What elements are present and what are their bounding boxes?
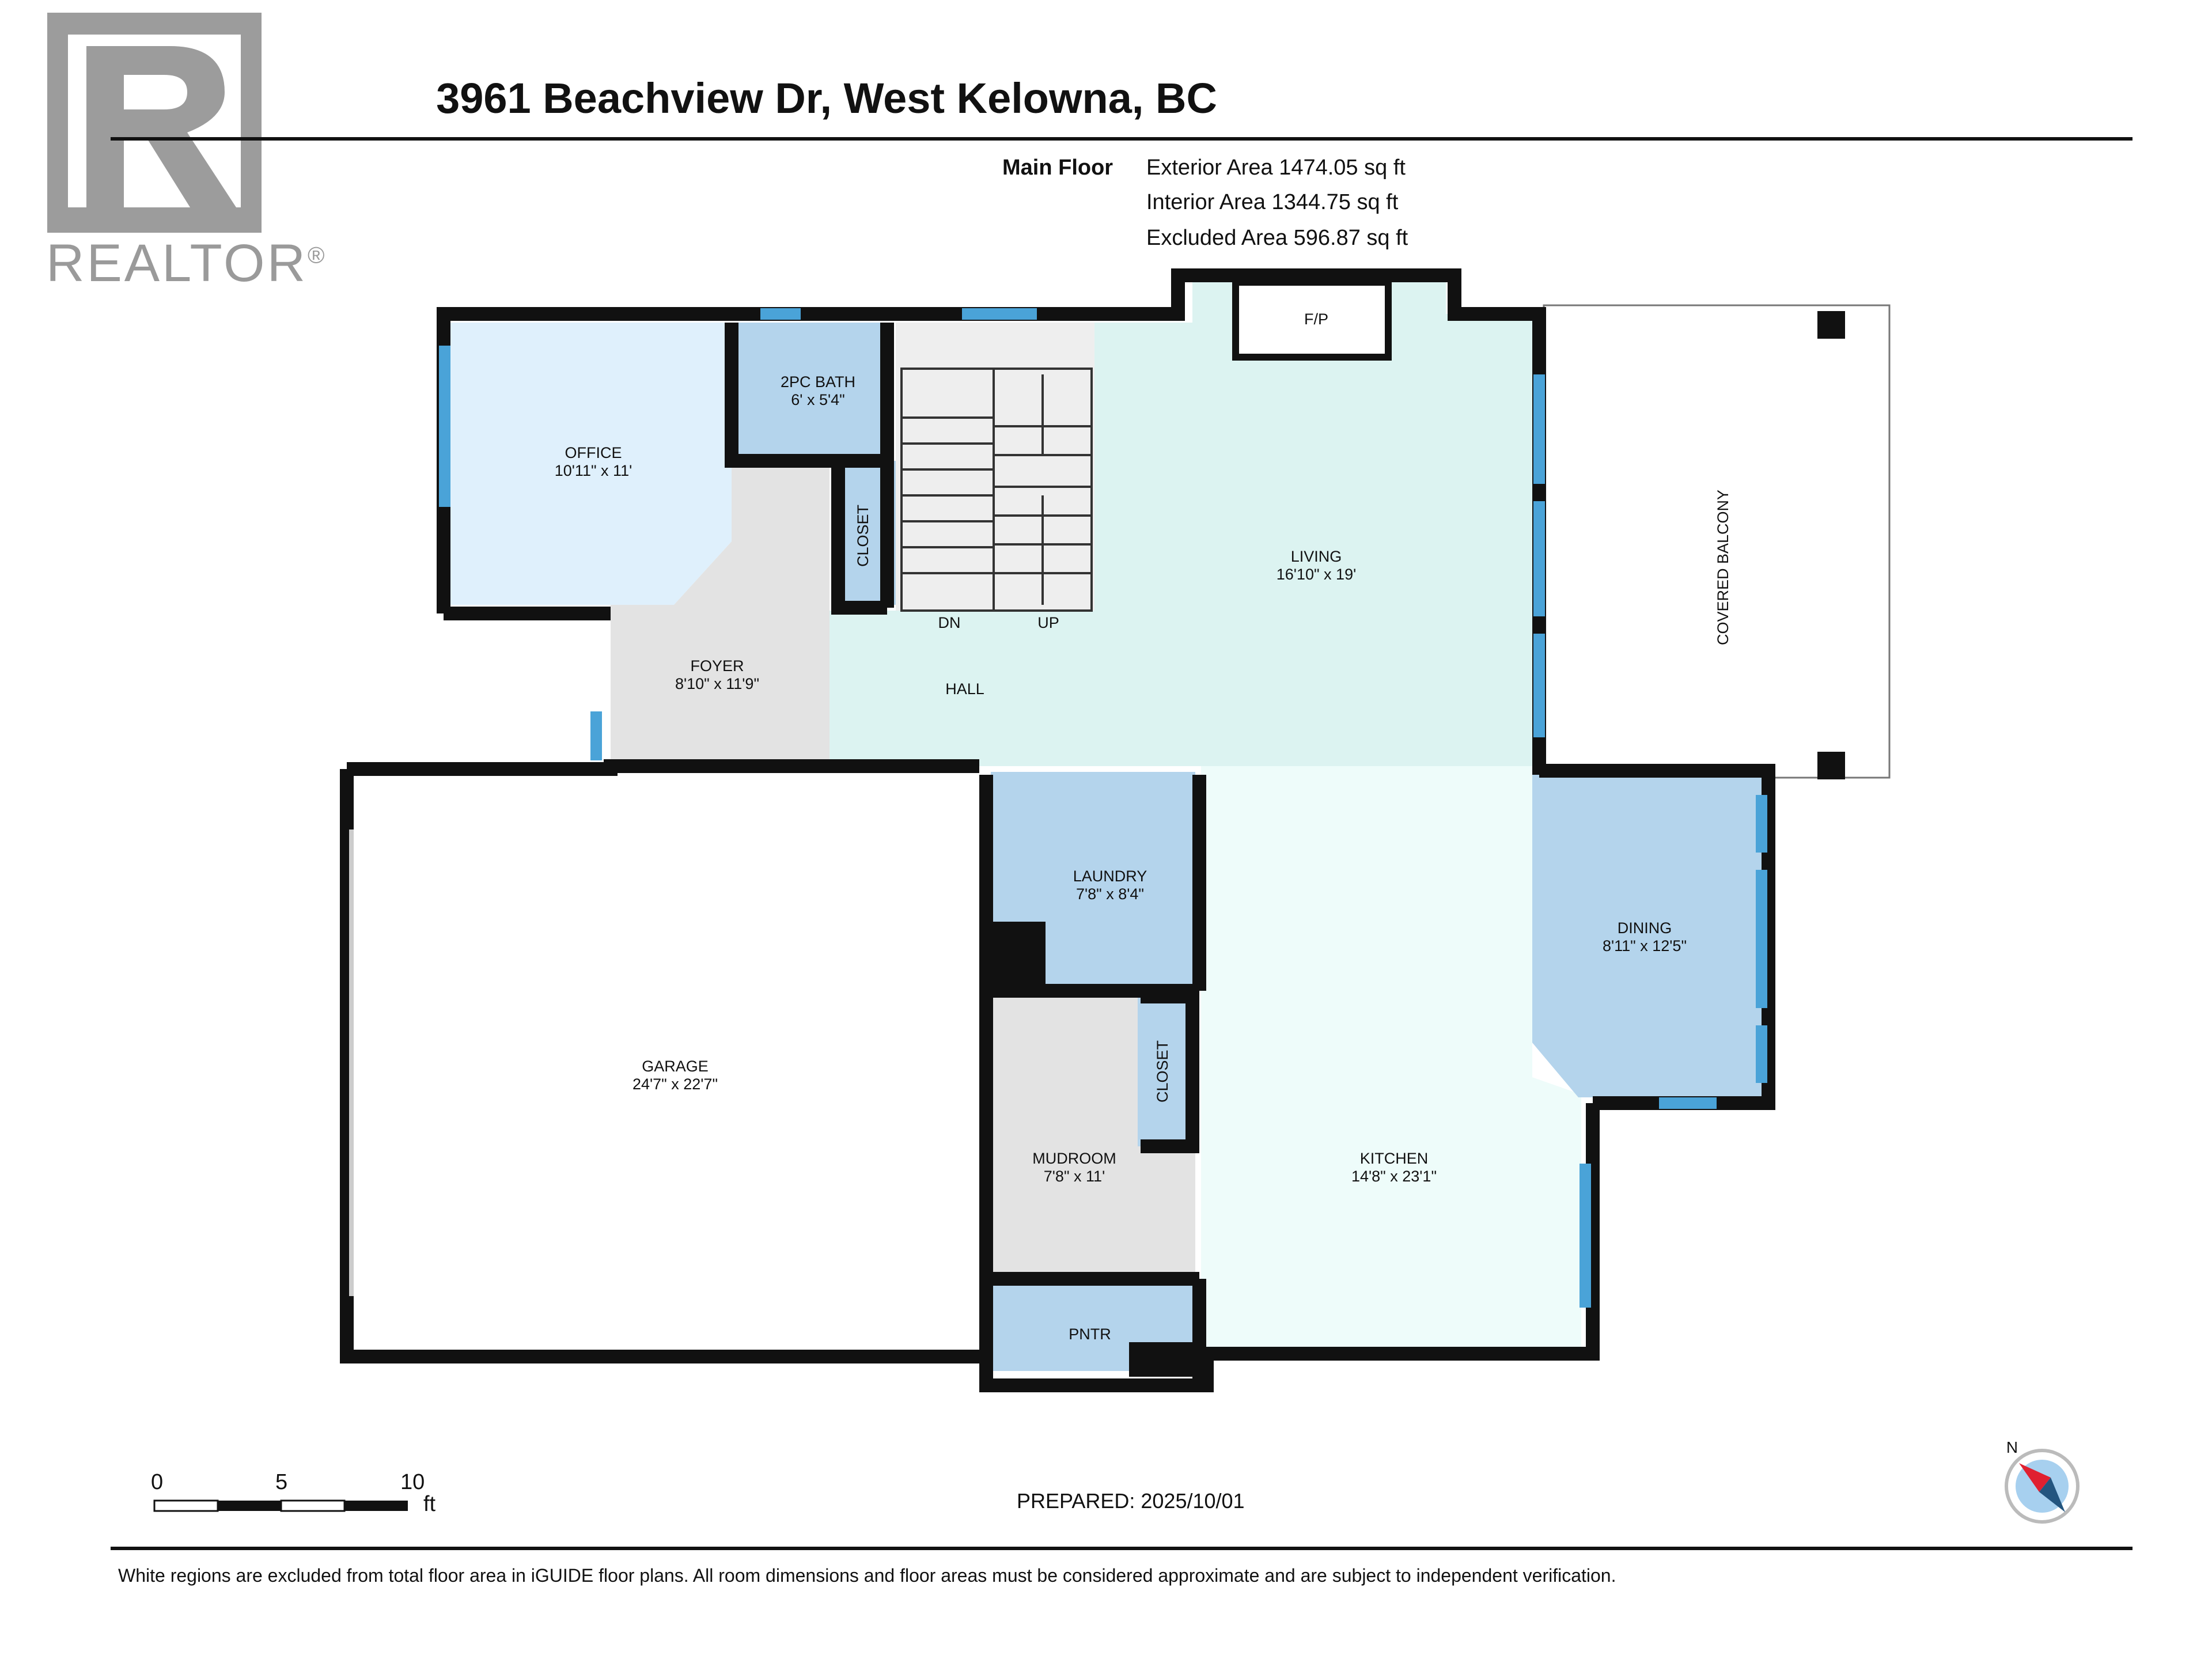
- floor-label: Main Floor: [1002, 156, 1113, 180]
- laundry-label: LAUNDRY: [1073, 868, 1147, 885]
- footnote: White regions are excluded from total fl…: [118, 1565, 1616, 1586]
- dining-room: [1532, 772, 1766, 1097]
- pantry-block: [1129, 1342, 1198, 1377]
- mudroom-dims: 7'8" x 11': [1044, 1168, 1105, 1185]
- fireplace-label: F/P: [1304, 310, 1328, 328]
- living-hall-room: [830, 282, 1535, 766]
- laundry-dims: 7'8" x 8'4": [1076, 885, 1144, 903]
- bath-label: 2PC BATH: [781, 373, 855, 391]
- bath-dims: 6' x 5'4": [791, 391, 844, 408]
- dining-label: DINING: [1618, 919, 1672, 937]
- scale-tick-5: 5: [275, 1470, 288, 1494]
- mudroom-label: MUDROOM: [1032, 1150, 1116, 1167]
- office-label: OFFICE: [565, 444, 622, 461]
- foyer-label: FOYER: [690, 657, 744, 675]
- garage-label: GARAGE: [642, 1058, 709, 1075]
- balcony-post-top: [1817, 311, 1845, 339]
- garage-dims: 24'7" x 22'7": [632, 1075, 718, 1093]
- living-dims: 16'10" x 19': [1277, 566, 1357, 583]
- bath-room: [732, 323, 893, 461]
- office-room: [449, 323, 732, 605]
- balcony-post-bottom: [1817, 752, 1845, 779]
- stairs-down-label: DN: [938, 614, 961, 631]
- windows: [349, 308, 1767, 1308]
- header-divider: [111, 137, 2133, 141]
- scale-bar: [153, 1499, 408, 1512]
- kitchen-room: [1201, 766, 1581, 1354]
- realtor-logo: [46, 12, 265, 236]
- room-labels: OFFICE 10'11" x 11' 2PC BATH 6' x 5'4" L…: [555, 310, 1732, 1343]
- realtor-r-icon: [47, 13, 262, 233]
- compass-label: N: [2006, 1438, 2018, 1456]
- pantry-label: PNTR: [1069, 1325, 1111, 1343]
- page-title: 3961 Beachview Dr, West Kelowna, BC: [436, 74, 1217, 122]
- balcony-label: COVERED BALCONY: [1714, 490, 1732, 645]
- lower-closet: [1138, 997, 1192, 1146]
- kitchen-dims: 14'8" x 23'1": [1351, 1168, 1437, 1185]
- realtor-wordmark: REALTOR®: [46, 234, 327, 293]
- interior-area: Interior Area 1344.75 sq ft: [1146, 190, 1399, 214]
- lower-closet-label: CLOSET: [1154, 1040, 1171, 1103]
- office-dims: 10'11" x 11': [555, 462, 632, 479]
- dining-dims: 8'11" x 12'5": [1603, 937, 1687, 955]
- scale-unit: ft: [423, 1492, 436, 1516]
- kitchen-label: KITCHEN: [1360, 1150, 1429, 1167]
- living-label: LIVING: [1291, 548, 1342, 565]
- compass-icon: N: [2005, 1438, 2080, 1524]
- foyer-room: [611, 461, 830, 766]
- upper-closet-label: CLOSET: [854, 505, 872, 567]
- fireplace: [1232, 279, 1392, 361]
- exterior-area: Exterior Area 1474.05 sq ft: [1146, 156, 1406, 180]
- scale-tick-10: 10: [400, 1470, 425, 1494]
- walls: [340, 268, 1775, 1392]
- scale-tick-0: 0: [151, 1470, 164, 1494]
- foyer-dims: 8'10" x 11'9": [675, 675, 759, 692]
- stair-area: [896, 323, 1094, 611]
- garage-room: [351, 772, 985, 1354]
- laundry-block: [991, 922, 1046, 991]
- hall-label: HALL: [945, 680, 984, 698]
- footer-divider: [111, 1547, 2133, 1550]
- stairs-up-label: UP: [1037, 614, 1059, 631]
- excluded-area: Excluded Area 596.87 sq ft: [1146, 226, 1408, 250]
- prepared-date: PREPARED: 2025/10/01: [1017, 1489, 1245, 1513]
- staircase: [900, 368, 1093, 612]
